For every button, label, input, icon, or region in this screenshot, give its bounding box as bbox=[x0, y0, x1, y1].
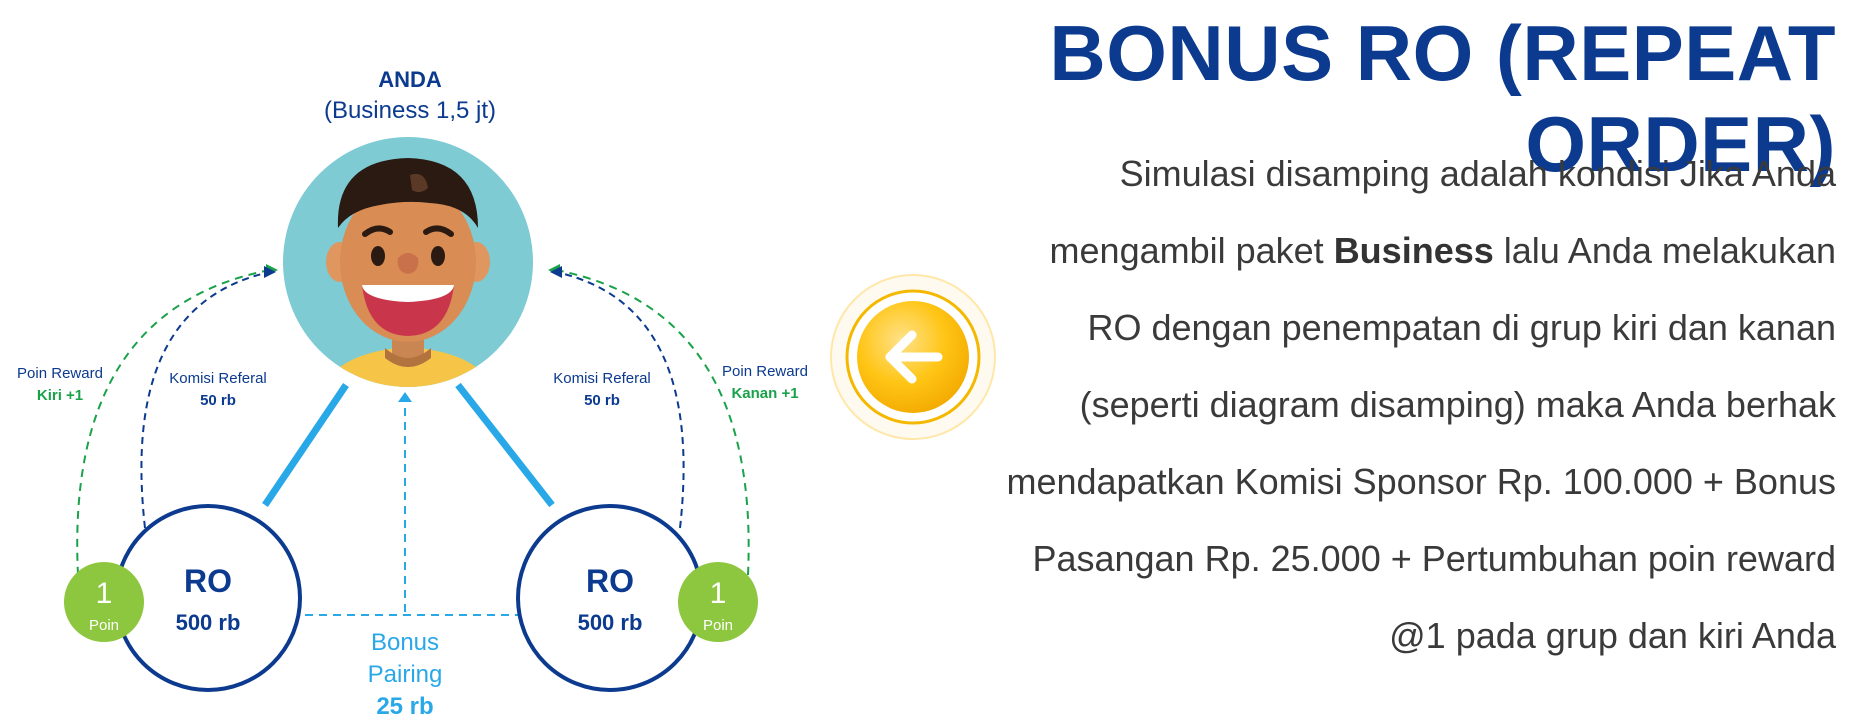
pairing-arrow-head bbox=[398, 392, 412, 402]
desc-line-2c: lalu Anda melakukan bbox=[1493, 230, 1836, 271]
right-ro-label: RO bbox=[586, 563, 634, 599]
left-connector-line bbox=[262, 383, 349, 507]
description: Simulasi disamping adalah kondisi Jika A… bbox=[836, 135, 1836, 674]
right-referral-value: 50 rb bbox=[584, 392, 620, 409]
right-point-number: 1 bbox=[710, 577, 727, 610]
desc-line-1: Simulasi disamping adalah kondisi Jika A… bbox=[1119, 153, 1836, 194]
left-reward-value: Kiri +1 bbox=[37, 387, 83, 404]
desc-line-5: mendapatkan Komisi Sponsor Rp. 100.000 +… bbox=[1006, 461, 1836, 502]
left-reward-arc bbox=[76, 269, 271, 576]
desc-line-2: mengambil paket Business lalu Anda melak… bbox=[836, 212, 1836, 289]
smiling-man-avatar-icon bbox=[283, 137, 533, 387]
left-point-unit: Poin bbox=[89, 617, 119, 634]
desc-line-2a: mengambil paket bbox=[1049, 230, 1334, 271]
right-point-badge bbox=[678, 562, 758, 642]
right-reward-arc bbox=[555, 269, 750, 576]
back-button[interactable] bbox=[828, 272, 998, 442]
right-ro-value: 500 rb bbox=[578, 610, 643, 635]
desc-line-4: (seperti diagram disamping) maka Anda be… bbox=[1079, 384, 1836, 425]
left-reward-label: Poin Reward bbox=[17, 365, 103, 382]
left-referral-arc bbox=[140, 271, 271, 529]
pairing-line1: Bonus bbox=[371, 629, 439, 656]
right-reward-value: Kanan +1 bbox=[731, 385, 798, 402]
left-point-number: 1 bbox=[96, 577, 113, 610]
right-referral-label: Komisi Referal bbox=[553, 370, 651, 387]
left-ro-label: RO bbox=[184, 563, 232, 599]
left-ro-value: 500 rb bbox=[176, 610, 241, 635]
pairing-value: 25 rb bbox=[376, 693, 433, 720]
right-referral-arrow-head bbox=[550, 266, 562, 278]
desc-line-6: Pasangan Rp. 25.000 + Pertumbuhan poin r… bbox=[1032, 538, 1836, 579]
left-referral-label: Komisi Referal bbox=[169, 370, 267, 387]
pairing-line2: Pairing bbox=[368, 661, 443, 688]
bonus-ro-diagram: ANDA (Business 1,5 jt) RO 500 rb RO 500 … bbox=[17, 67, 808, 720]
desc-line-2-bold: Business bbox=[1333, 230, 1494, 271]
desc-line-7: @1 pada grup dan kiri Anda bbox=[1389, 615, 1836, 656]
right-point-unit: Poin bbox=[703, 617, 733, 634]
top-node-name: ANDA bbox=[378, 67, 442, 92]
right-connector-line bbox=[455, 382, 555, 508]
top-node-subtitle: (Business 1,5 jt) bbox=[324, 97, 496, 124]
left-referral-arrow-head bbox=[264, 266, 276, 278]
right-reward-label: Poin Reward bbox=[722, 363, 808, 380]
left-point-badge bbox=[64, 562, 144, 642]
left-referral-value: 50 rb bbox=[200, 392, 236, 409]
desc-line-3: RO dengan penempatan di grup kiri dan ka… bbox=[1087, 307, 1836, 348]
page-title: BONUS RO (REPEAT ORDER) bbox=[1049, 9, 1836, 188]
arrow-left-icon bbox=[885, 330, 943, 384]
right-referral-arc bbox=[555, 271, 685, 529]
